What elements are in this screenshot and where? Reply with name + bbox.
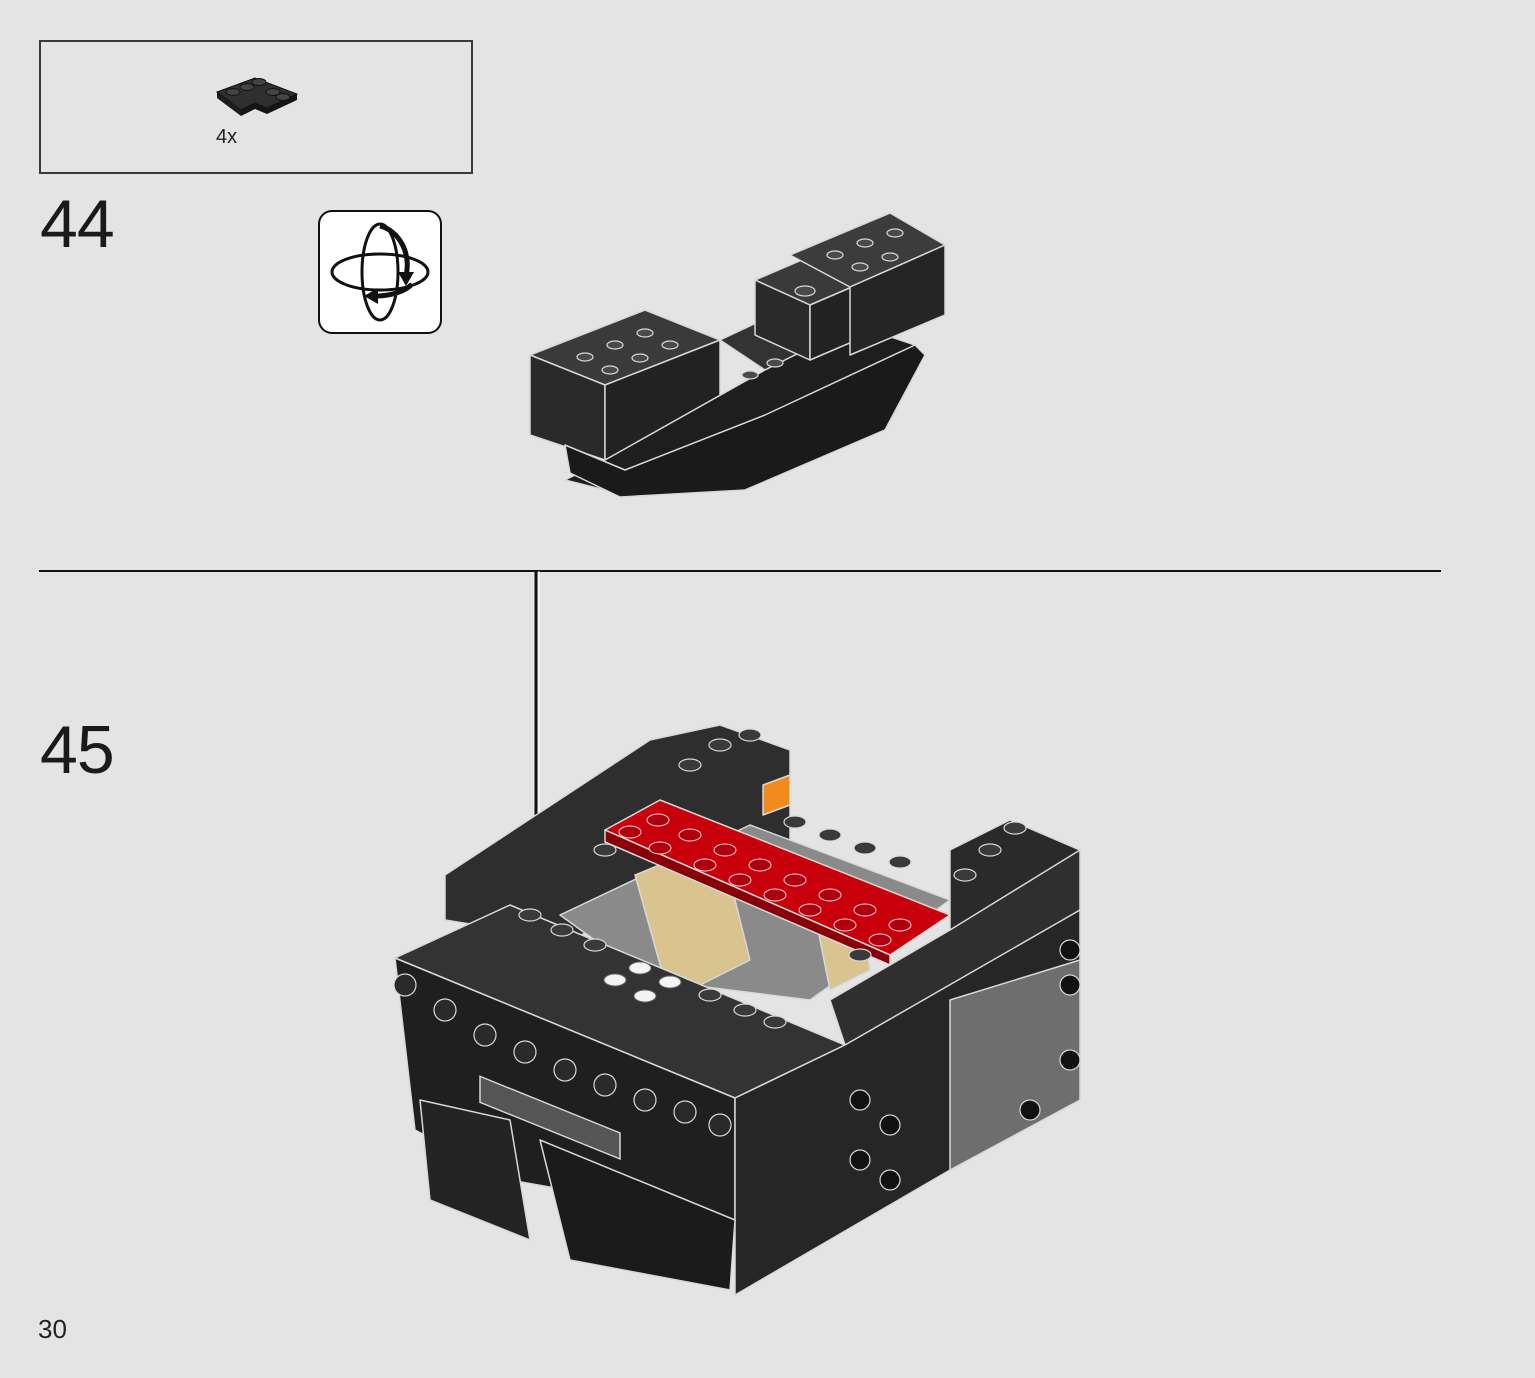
- step-number-45: 45: [40, 712, 115, 788]
- step-45-assembly-illustration: [393, 724, 1081, 1296]
- step-divider-line: [39, 570, 1441, 572]
- page-number: 30: [38, 1314, 67, 1344]
- black-angle-plate-icon: [215, 77, 299, 116]
- part-quantity: 4x: [216, 126, 238, 148]
- step-44-assembly-illustration: [529, 212, 946, 498]
- parts-callout: 4x: [39, 40, 473, 174]
- rotate-model-badge: [318, 210, 442, 334]
- step-number-44: 44: [40, 186, 115, 262]
- rotate-model-icon: [330, 222, 430, 322]
